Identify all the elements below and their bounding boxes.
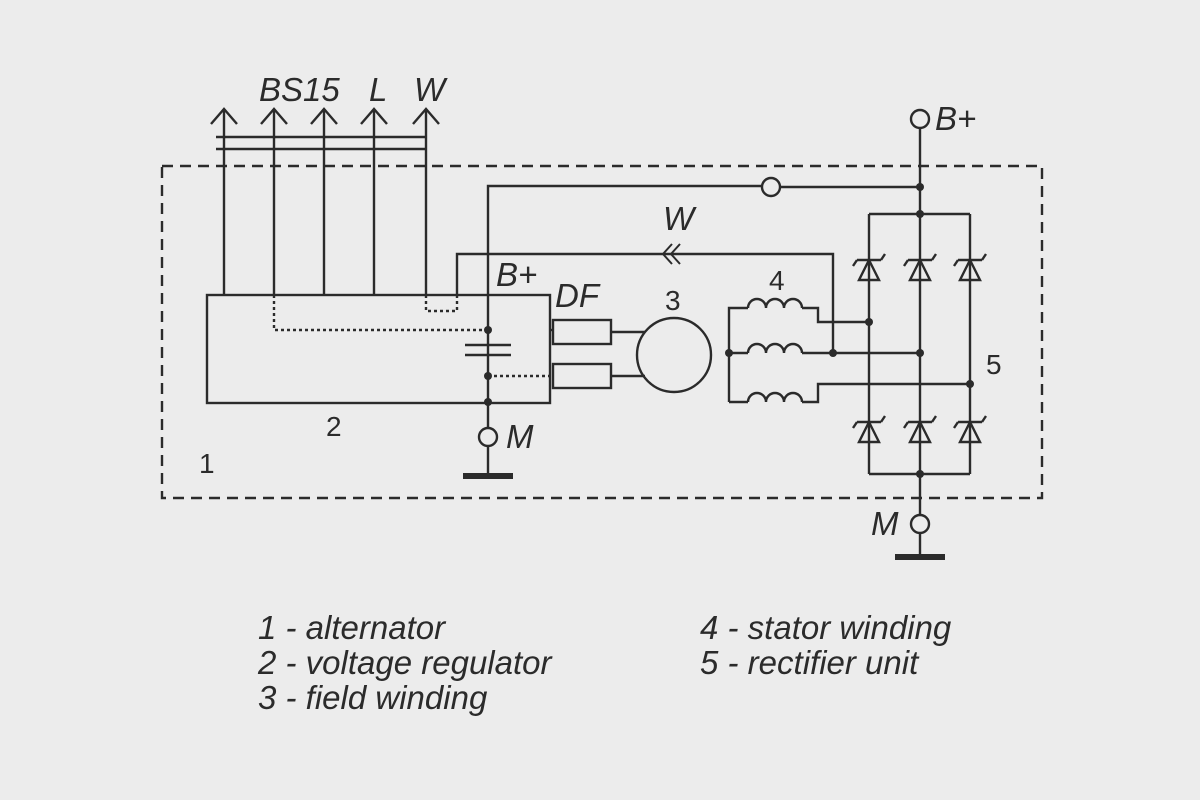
alternator-boundary (160, 164, 1044, 500)
legend-item: 5 - rectifier unit (700, 644, 919, 681)
legend-item: 3 - field winding (258, 679, 488, 716)
label-number-1: 1 (199, 448, 215, 479)
terminal-m-circle-icon (909, 513, 931, 535)
voltage-regulator-box (205, 293, 552, 405)
arrow-icon (412, 107, 440, 125)
diode-icon (903, 415, 937, 444)
diode-icon (852, 253, 886, 282)
legend-right: 4 - stator winding 5 - rectifier unit (700, 610, 951, 680)
legend-left: 1 - alternator 2 - voltage regulator 3 -… (258, 610, 552, 715)
diode-icon (852, 415, 886, 444)
arrow-icon (210, 107, 238, 125)
label-b-plus-reg: B+ (496, 256, 537, 293)
label-number-2: 2 (326, 411, 342, 442)
label-number-5: 5 (986, 349, 1002, 380)
chevron-left-icon (661, 243, 673, 265)
label-number-3: 3 (665, 285, 681, 316)
label-b-plus-top: B+ (935, 100, 976, 137)
label-l: L (369, 71, 387, 108)
capacitor-icon (465, 343, 511, 357)
diode-icon (903, 253, 937, 282)
label-number-4: 4 (769, 265, 785, 296)
arrow-icon (310, 107, 338, 125)
rectifier-unit (852, 210, 987, 478)
field-winding-rotor-icon (635, 316, 713, 394)
label-w-signal: W (663, 200, 697, 237)
legend-item: 1 - alternator (258, 609, 446, 646)
label-bs15: BS15 (259, 71, 340, 108)
label-m-reg: M (506, 418, 534, 455)
ground-icon (463, 473, 513, 479)
output-terminals (210, 107, 440, 295)
terminal-b-plus-circle-icon (909, 108, 931, 130)
brush-terminals (550, 318, 645, 390)
label-w-top: W (414, 71, 448, 108)
diode-icon (953, 415, 987, 444)
legend-item: 4 - stator winding (700, 609, 952, 646)
diode-icon (953, 253, 987, 282)
label-m-rect: M (871, 505, 899, 542)
label-df: DF (555, 277, 601, 314)
stator-winding-icon (725, 297, 970, 404)
ground-icon (895, 554, 945, 560)
terminal-m-circle-icon (477, 426, 499, 448)
terminal-circle-icon (760, 176, 782, 198)
arrow-icon (260, 107, 288, 125)
legend-item: 2 - voltage regulator (258, 644, 552, 681)
arrow-icon (360, 107, 388, 125)
chevron-left-icon (669, 243, 681, 265)
